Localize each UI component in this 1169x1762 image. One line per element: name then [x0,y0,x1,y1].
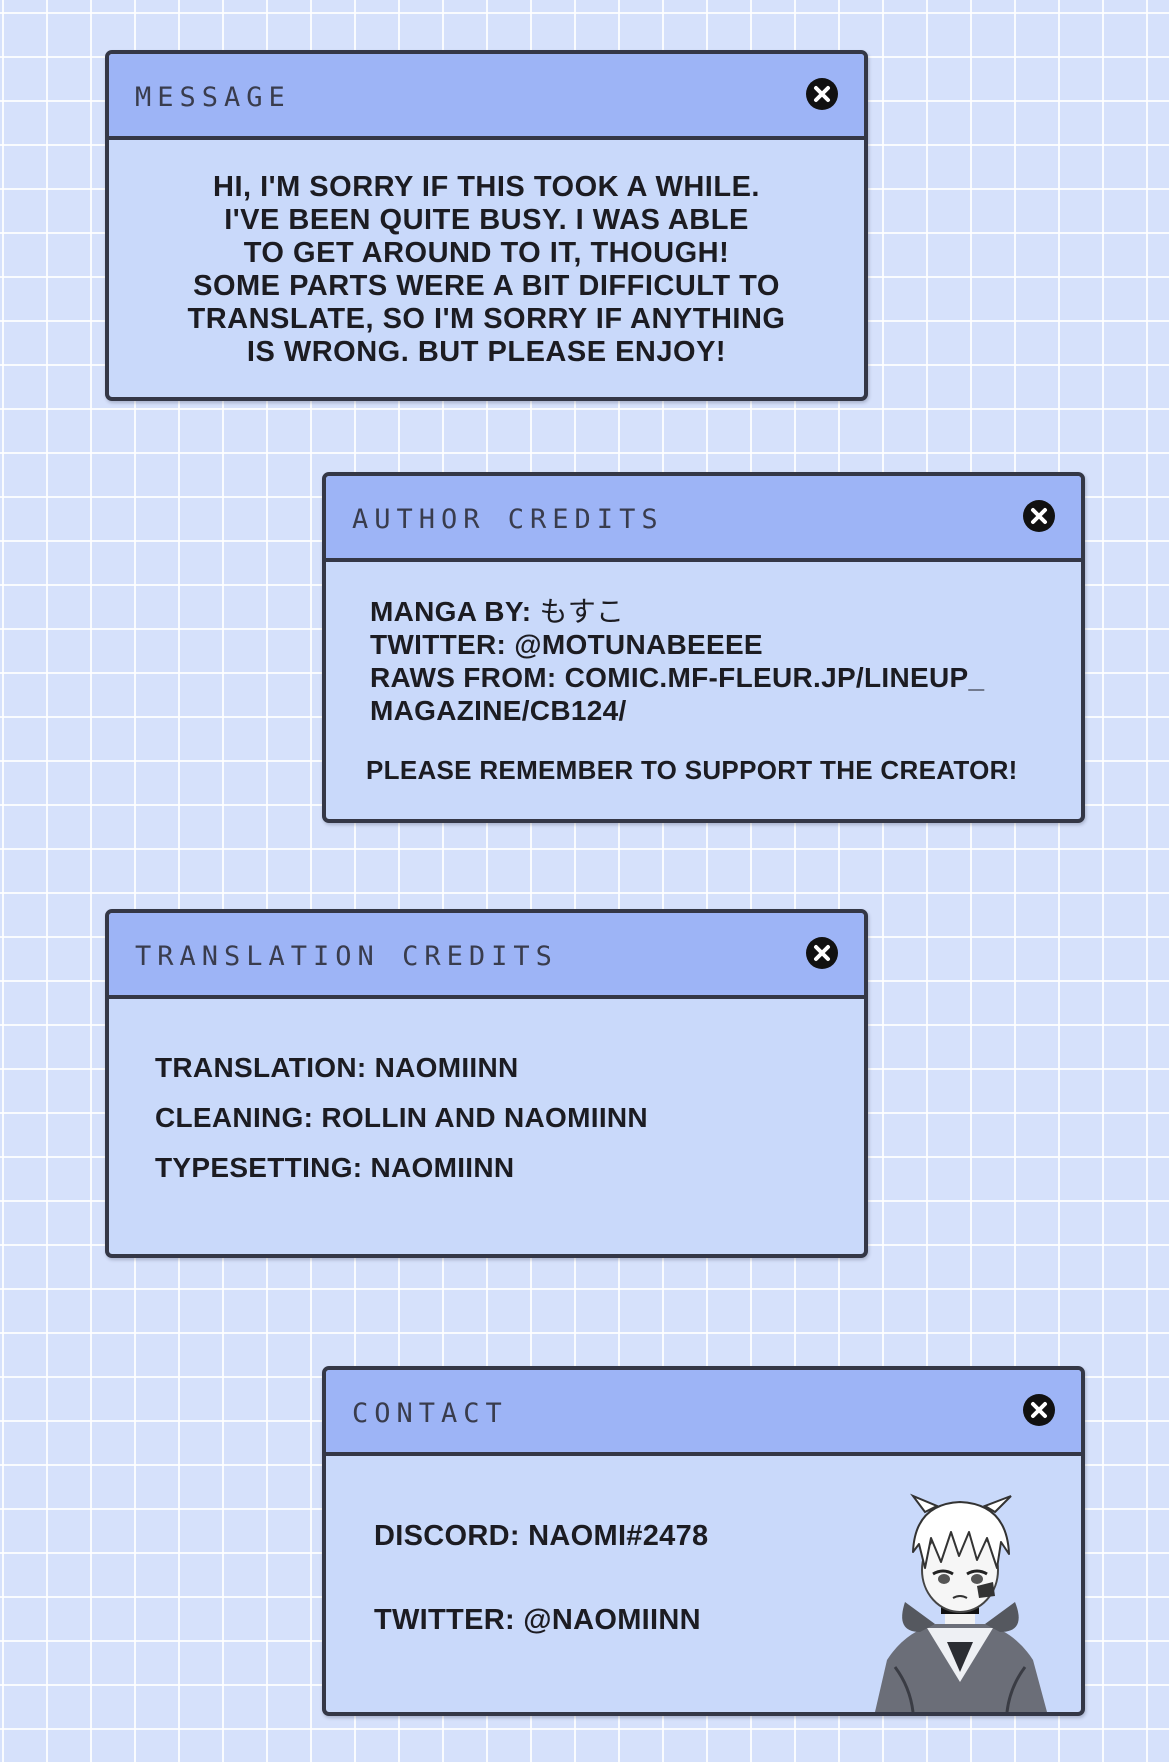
contact-header: CONTACT [326,1370,1081,1456]
message-line: TRANSLATE, SO I'M SORRY IF ANYTHING [187,303,786,335]
anime-character-illustration [875,1493,1047,1712]
close-icon [814,945,830,961]
message-window: MESSAGE HI, I'M SORRY IF THIS TOOK A WHI… [105,50,868,401]
message-window-title: MESSAGE [135,82,291,113]
contact-twitter: TWITTER: @NAOMIINN [374,1604,701,1636]
close-icon [1031,508,1047,524]
manga-by-line: MANGA BY: もすこ [370,595,1081,628]
translation-credits-window: TRANSLATION CREDITS TRANSLATION: NAOMIIN… [105,909,868,1258]
contact-body: DISCORD: NAOMI#2478 TWITTER: @NAOMIINN [326,1456,1081,1712]
author-credits-header: AUTHOR CREDITS [326,476,1081,562]
translation-credits-body: TRANSLATION: NAOMIINN CLEANING: ROLLIN A… [109,999,864,1193]
translation-credits-header: TRANSLATION CREDITS [109,913,864,999]
message-line: HI, I'M SORRY IF THIS TOOK A WHILE. [213,171,760,203]
translation-credits-title: TRANSLATION CREDITS [135,941,558,972]
author-credits-close-button[interactable] [1023,500,1055,532]
author-twitter: TWITTER: @MOTUNABEEEE [370,629,763,660]
contact-window: CONTACT DISCORD: NAOMI#2478 TWITTER: @NA… [322,1366,1085,1716]
author-credits-title: AUTHOR CREDITS [352,504,664,535]
author-credits-body: MANGA BY: もすこ TWITTER: @MOTUNABEEEE RAWS… [326,562,1081,787]
support-creator-note: PLEASE REMEMBER TO SUPPORT THE CREATOR! [366,755,1018,785]
manga-by-label: MANGA BY: [370,596,532,627]
author-credits-window: AUTHOR CREDITS MANGA BY: もすこ TWITTER: @M… [322,472,1085,823]
message-close-button[interactable] [806,78,838,110]
credit-cleaning: CLEANING: ROLLIN AND NAOMIINN [155,1102,648,1133]
raws-source-line-1: RAWS FROM: COMIC.MF-FLEUR.JP/LINEUP_ [370,662,985,693]
close-icon [814,86,830,102]
raws-source-line-2: MAGAZINE/CB124/ [370,695,627,726]
message-window-header: MESSAGE [109,54,864,140]
translation-credits-close-button[interactable] [806,937,838,969]
contact-close-button[interactable] [1023,1394,1055,1426]
credit-typesetting: TYPESETTING: NAOMIINN [155,1152,515,1183]
message-body: HI, I'M SORRY IF THIS TOOK A WHILE. I'VE… [109,140,864,369]
message-line: I'VE BEEN QUITE BUSY. I WAS ABLE [224,204,749,236]
message-line: IS WRONG. BUT PLEASE ENJOY! [246,336,727,368]
contact-title: CONTACT [352,1398,508,1429]
manga-by-author: もすこ [539,595,625,628]
message-line: TO GET AROUND TO IT, THOUGH! [243,237,730,269]
close-icon [1031,1402,1047,1418]
credit-translation: TRANSLATION: NAOMIINN [155,1052,519,1083]
contact-discord: DISCORD: NAOMI#2478 [374,1520,709,1552]
message-line: SOME PARTS WERE A BIT DIFFICULT TO [193,270,780,302]
